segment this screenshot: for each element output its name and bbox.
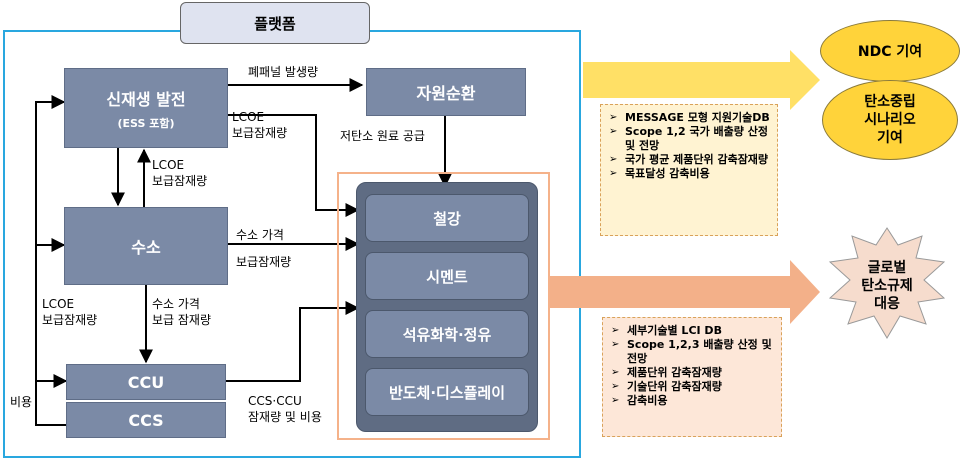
outcome-ndc: NDC 기여 [820,20,960,82]
ccs-node: CCS [66,402,226,438]
recycling-node: 자원순환 [366,68,526,116]
note-bottom-item: 세부기술별 LCI DB [611,324,775,338]
arrow-to-ndc [583,50,820,110]
hydrogen-title: 수소 [131,238,161,257]
renewable-title: 신재생 발전 [106,89,186,109]
label-cost: 비용 [10,395,33,409]
note-top-item: 목표달성 감축비용 [609,167,771,181]
edge-left-outer [35,95,66,426]
ccs-title: CCS [128,410,164,430]
renewable-node: 신재생 발전 (ESS 포함) [64,68,228,148]
industry-cement: 시멘트 [365,252,529,300]
industry-frame [337,172,550,440]
hydrogen-node: 수소 [64,207,228,285]
note-top-item: 국가 평균 제품단위 감축잠재량 [609,153,771,167]
industry-semiconductor: 반도체·디스플레이 [365,368,529,416]
label-waste-panel: 폐패널 발생량 [248,65,319,79]
ccu-node: CCU [66,364,226,400]
edge-ccs-industry [226,301,360,382]
note-bottom-item: Scope 1,2,3 배출량 산정 및 전망 [611,338,775,366]
ccu-title: CCU [127,372,165,392]
label-h2-potential: 보급잠재량 [236,255,292,269]
note-top: MESSAGE 모형 지원기술DB Scope 1,2 국가 배출량 산정 및 … [600,104,778,236]
note-bottom-item: 감축비용 [611,394,775,408]
industry-petrochem: 석유화학·정유 [365,310,529,358]
industry-steel: 철강 [365,194,529,242]
label-low-carbon: 저탄소 원료 공급 [340,129,425,143]
arrow-to-global [550,260,820,324]
global-burst [828,227,946,339]
note-bottom-item: 기술단위 감축잠재량 [611,380,775,394]
renewable-sub: (ESS 포함) [117,116,175,130]
note-bottom: 세부기술별 LCI DB Scope 1,2,3 배출량 산정 및 전망 제품단… [602,317,782,437]
platform-title: 플랫폼 [180,2,370,44]
label-h2-price: 수소 가격 [236,228,284,242]
note-top-item: Scope 1,2 국가 배출량 산정 및 전망 [609,125,771,153]
note-bottom-item: 제품단위 감축잠재량 [611,366,775,380]
recycling-title: 자원순환 [416,84,476,103]
note-top-item: MESSAGE 모형 지원기술DB [609,111,771,125]
